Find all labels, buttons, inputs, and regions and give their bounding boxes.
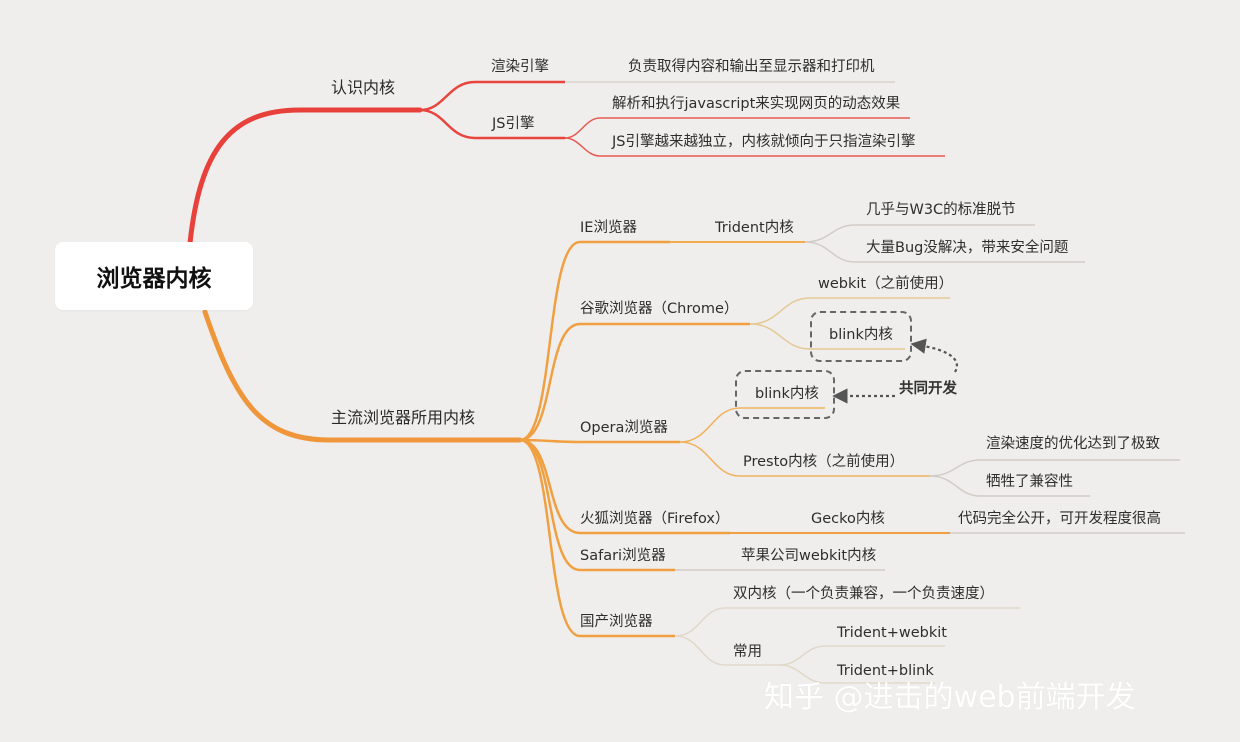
node-render-engine-desc: 负责取得内容和输出至显示器和打印机 <box>628 59 875 75</box>
root-label: 浏览器内核 <box>96 266 212 292</box>
node-chrome: 谷歌浏览器（Chrome） <box>580 301 739 317</box>
edge-trident-note1 <box>804 224 1035 243</box>
opera-blink-box <box>735 370 835 419</box>
edge-js-desc2 <box>564 137 945 157</box>
edge-opera-blink <box>679 407 825 443</box>
chrome-blink-box <box>810 311 912 362</box>
node-opera-blink: blink内核 <box>755 386 819 402</box>
node-combo2: Trident+blink <box>837 663 934 679</box>
edge-know-js <box>419 108 565 140</box>
edge-chrome-webkit <box>749 297 950 325</box>
node-js-engine: JS引擎 <box>492 116 535 132</box>
edge-know-render <box>419 80 565 112</box>
root-node: 浏览器内核 <box>55 242 253 310</box>
node-firefox-kernel: Gecko内核 <box>811 511 885 527</box>
edge-presto-note1 <box>929 459 1180 477</box>
edge-main-domestic <box>519 438 675 638</box>
node-ie-note2: 大量Bug没解决，带来安全问题 <box>866 240 1069 256</box>
edge-presto-note2 <box>929 475 1090 497</box>
node-domestic-dual: 双内核（一个负责兼容，一个负责速度） <box>733 586 994 602</box>
edge-root-mainstream <box>202 309 523 443</box>
arrow-to-chrome-blink <box>910 338 958 373</box>
node-js-engine-desc1: 解析和执行javascript来实现网页的动态效果 <box>612 96 901 112</box>
node-opera: Opera浏览器 <box>580 420 668 436</box>
node-safari-kernel: 苹果公司webkit内核 <box>741 548 877 564</box>
node-safari: Safari浏览器 <box>580 548 666 564</box>
edge-domestic-dual <box>674 607 1020 637</box>
node-mainstream: 主流浏览器所用内核 <box>331 408 476 427</box>
node-firefox: 火狐浏览器（Firefox） <box>580 511 730 527</box>
node-presto-note1: 渲染速度的优化达到了极致 <box>986 436 1160 452</box>
node-chrome-blink: blink内核 <box>829 327 893 343</box>
node-render-engine: 渲染引擎 <box>491 59 549 75</box>
edge-main-opera <box>519 438 680 444</box>
edge-common-combo2 <box>779 664 935 684</box>
node-js-engine-desc2: JS引擎越来越独立，内核就倾向于只指渲染引擎 <box>612 134 916 150</box>
edge-js-desc1 <box>564 117 910 139</box>
edge-opera-presto <box>679 441 930 477</box>
edge-main-ie <box>519 240 670 442</box>
node-combo1: Trident+webkit <box>837 625 947 641</box>
watermark: 知乎 @进击的web前端开发 <box>764 680 1136 715</box>
node-ie-note1: 几乎与W3C的标准脱节 <box>866 202 1016 218</box>
edge-main-chrome <box>519 322 750 442</box>
node-presto-note2: 牺牲了兼容性 <box>986 474 1073 490</box>
node-firefox-note: 代码完全公开，可开发程度很高 <box>958 511 1161 527</box>
edge-common-combo1 <box>779 645 945 666</box>
node-opera-presto: Presto内核（之前使用） <box>743 454 905 470</box>
edge-main-safari <box>519 438 675 572</box>
edge-domestic-common <box>674 635 780 666</box>
edge-root-know <box>187 107 423 246</box>
edge-trident-note2 <box>804 241 1085 263</box>
node-ie-kernel: Trident内核 <box>715 220 794 236</box>
edge-chrome-blink <box>749 323 905 350</box>
node-chrome-webkit: webkit（之前使用） <box>818 276 954 292</box>
node-know: 认识内核 <box>331 78 396 97</box>
node-domestic: 国产浏览器 <box>580 614 653 630</box>
label-co-development: 共同开发 <box>899 381 957 397</box>
node-domestic-common: 常用 <box>733 644 762 660</box>
node-ie: IE浏览器 <box>580 220 637 236</box>
